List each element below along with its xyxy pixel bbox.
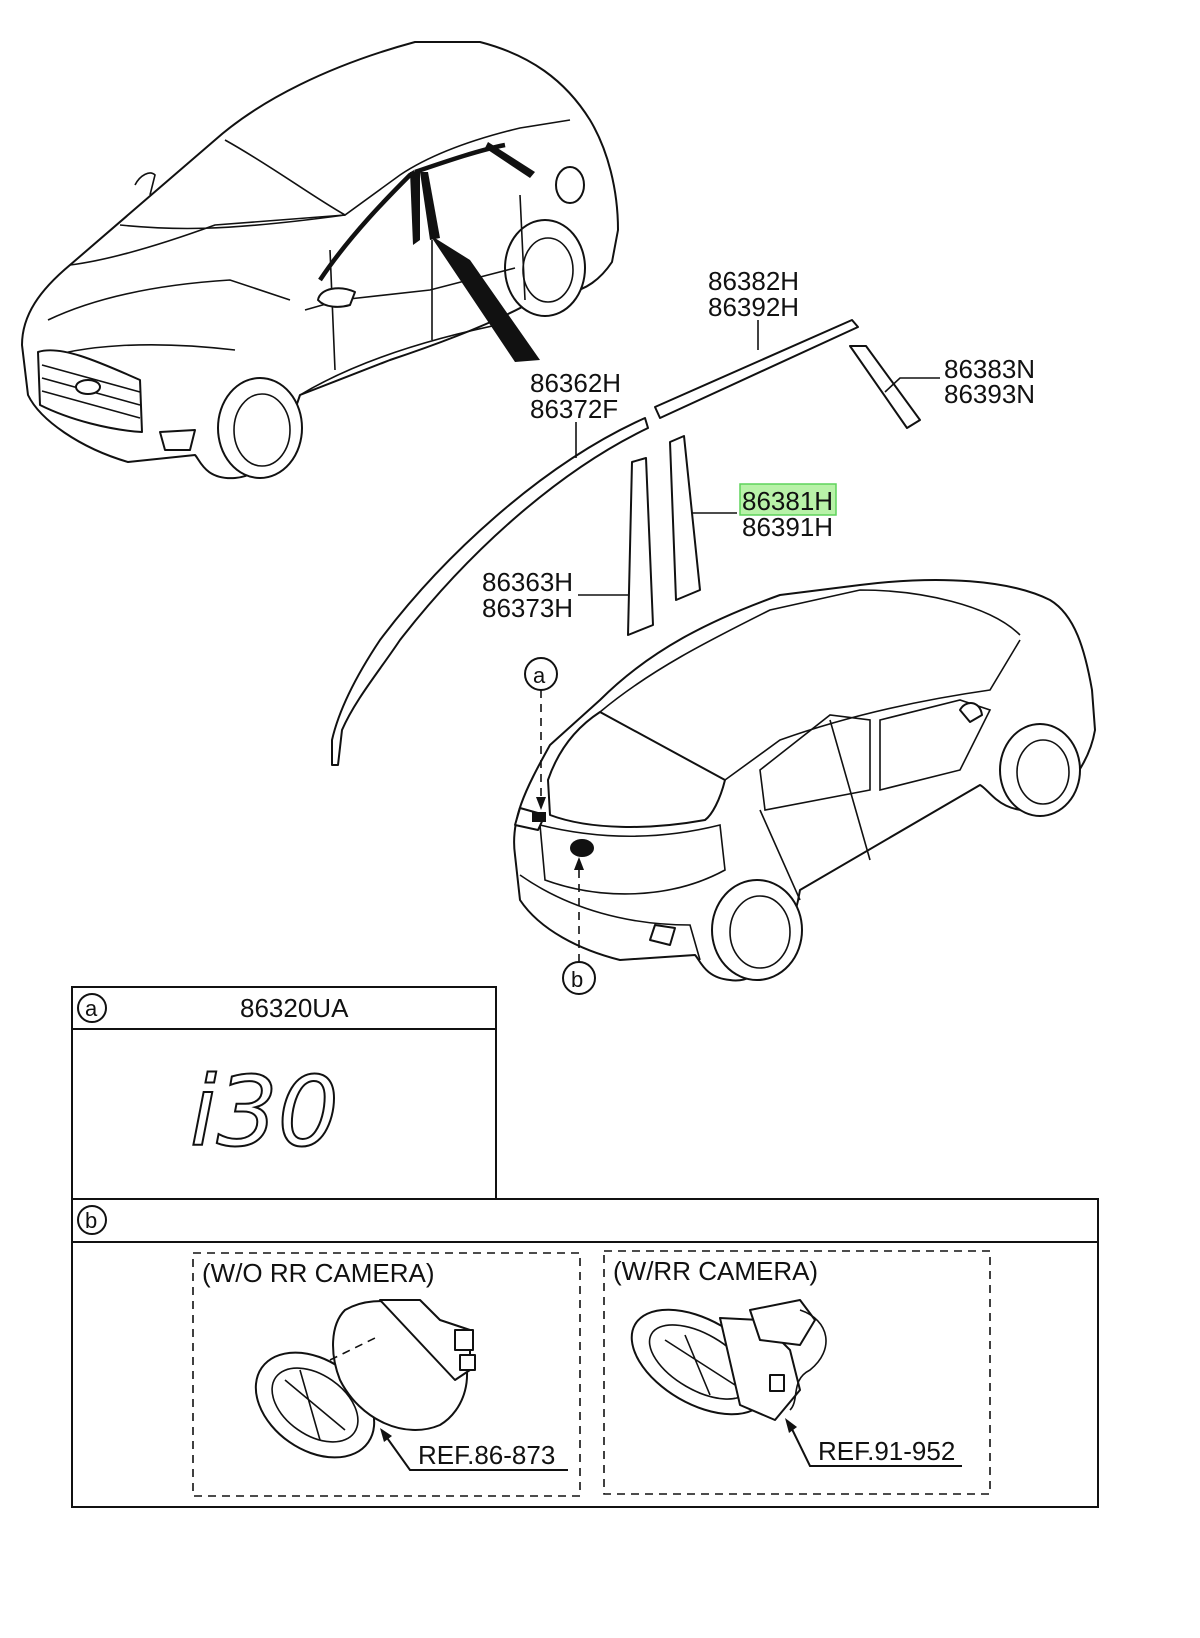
pillar-front (627, 457, 654, 636)
panel-b-left-ref: REF.86-873 (418, 1440, 555, 1470)
panel-a-marker: a (85, 996, 98, 1021)
rear-car-illustration (513, 579, 1096, 982)
molding-parts (331, 319, 921, 766)
emblem-without-camera (254, 1299, 476, 1459)
emblem-with-camera (630, 1299, 827, 1421)
panel-b-marker: b (85, 1208, 97, 1233)
panel-b-left-title: (W/O RR CAMERA) (202, 1258, 435, 1288)
label-86362h: 86362H (530, 368, 621, 398)
panel-b: b (W/O RR CAMERA) REF.86-873 (W/RR CAMER… (71, 1198, 1099, 1508)
callout-a-text: a (533, 663, 546, 688)
panel-a-emblem: i30 (190, 1056, 339, 1168)
panel-a-part-number: 86320UA (240, 993, 349, 1023)
panel-b-right-ref: REF.91-952 (818, 1436, 955, 1466)
label-86381h: 86381H (742, 486, 833, 516)
pillar-rear (669, 435, 701, 601)
label-86363h: 86363H (482, 567, 573, 597)
panel-b-right-title: (W/RR CAMERA) (613, 1256, 818, 1286)
label-86392h: 86392H (708, 292, 799, 322)
molding-roof-front (331, 417, 649, 766)
label-86372f: 86372F (530, 394, 618, 424)
molding-roof-rear-upper (654, 319, 859, 419)
front-car-illustration (21, 41, 619, 480)
label-86382h: 86382H (708, 266, 799, 296)
part-labels: 86382H 86392H 86383N 86393N 86362H 86372… (482, 266, 1035, 623)
label-86383n: 86383N (944, 354, 1035, 384)
callout-markers: a b (524, 657, 596, 995)
callout-b-text: b (571, 967, 583, 992)
label-86393n: 86393N (944, 379, 1035, 409)
quarter-garnish (849, 345, 921, 429)
label-86391h: 86391H (742, 512, 833, 542)
panel-a: a 86320UA i30 (71, 986, 497, 1200)
label-86373h: 86373H (482, 593, 573, 623)
highlight-86381h (739, 483, 837, 516)
leader-lines (575, 320, 940, 596)
